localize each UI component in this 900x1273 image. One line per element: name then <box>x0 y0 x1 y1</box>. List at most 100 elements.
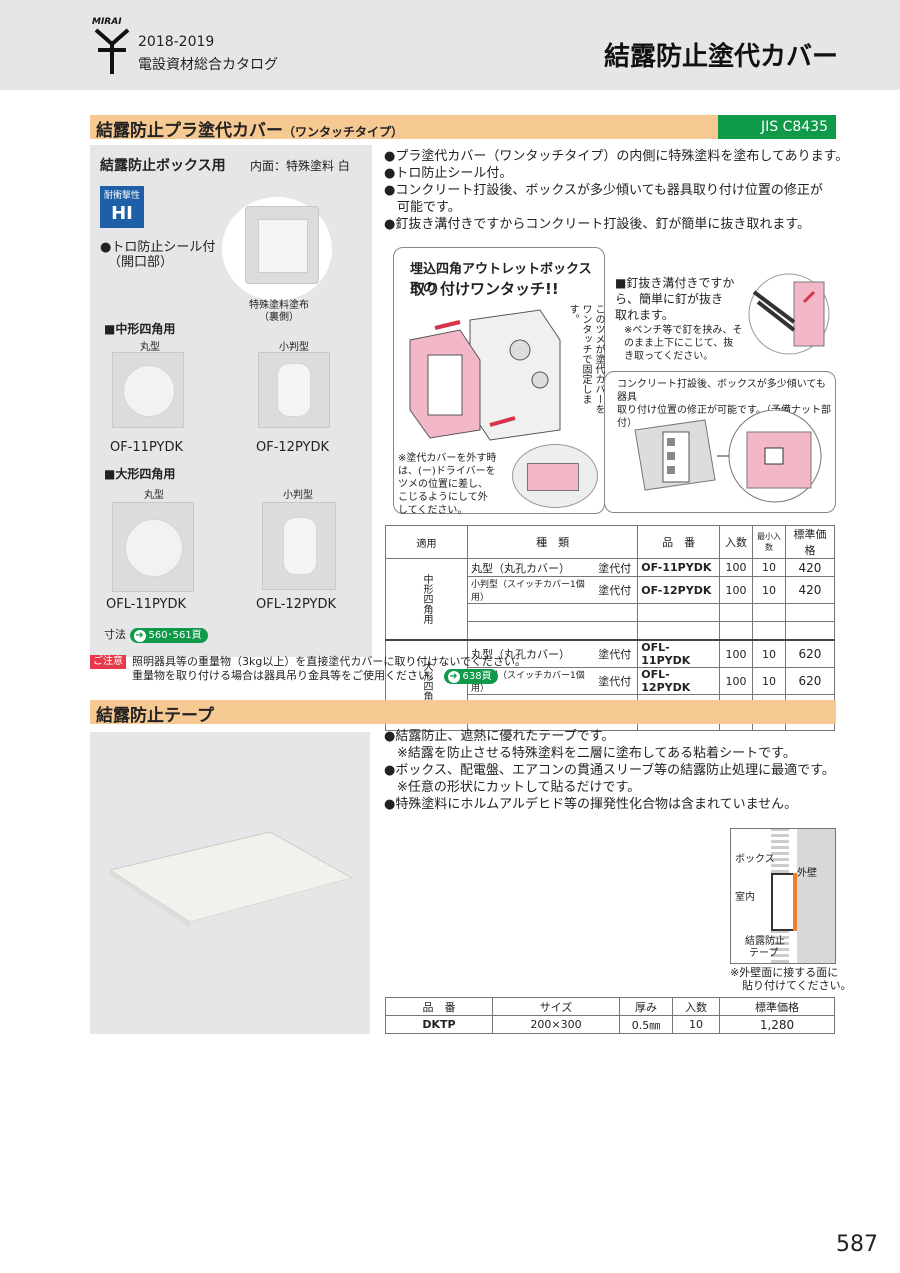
caution-badge: ご注意 <box>90 655 126 669</box>
nail-removal-note: ■釘抜き溝付きですか ら、簡単に釘が抜き 取れます。 <box>615 276 735 322</box>
table-row-empty <box>386 621 836 641</box>
backside-caption2: （裏側） <box>259 312 299 323</box>
section2-bullets: ●結露防止、遮熱に優れたテープです。 ※結露を防止させる特殊塗料を二層に塗布して… <box>384 728 835 813</box>
table-header-row: 適用 種 類 品 番 入数 最小入数 標準価格 <box>385 525 836 559</box>
bullet-item: ※結露を防止させる特殊塗料を二層に塗布してある粘着シートです。 <box>384 746 796 761</box>
large-heading: ■大形四角用 <box>104 467 176 481</box>
nail-removal-subnote: ※ペンチ等で釘を挟み、そ のまま上下にこじて、抜 き取ってください。 <box>624 325 743 362</box>
table-header-row: 品 番 サイズ 厚み 入数 標準価格 <box>385 997 835 1016</box>
oval-label-medium: 小判型 <box>279 342 309 353</box>
bullet-item: ●特殊塗料にホルムアルデヒド等の揮発性化合物は含まれていません。 <box>384 797 798 812</box>
bullet-item: ※任意の形状にカットして貼るだけです。 <box>384 780 641 795</box>
header-qty: 入数 <box>718 525 753 559</box>
caution-page-link[interactable]: ➜638頁 <box>443 669 498 684</box>
header-bar <box>0 0 900 90</box>
section1-subtitle: （ワンタッチタイプ） <box>283 125 404 139</box>
model-of-12pydk: OF-12PYDK <box>256 440 329 455</box>
bullet-item: 可能です。 <box>384 200 461 215</box>
box-cover-illustration <box>409 309 561 441</box>
section1-bullets: ●プラ塗代カバー（ワンタッチタイプ）の内側に特殊塗料を塗布してあります。 ●トロ… <box>384 148 848 233</box>
section1-bar <box>90 115 836 139</box>
oval-label-large: 小判型 <box>283 490 313 501</box>
caution-text: 照明器具等の重量物（3kg以上）を直接塗代カバーに取り付けないでください。 重量… <box>132 655 527 684</box>
adjustment-note: コンクリート打設後、ボックスが多少傾いても器具 取り付け位置の修正が可能です。（… <box>617 379 831 429</box>
product-image-ofl-12pydk <box>262 502 336 590</box>
removal-note: ※塗代カバーを外す時 は、(ー)ドライバーを ツメの位置に差し、 こじるようにし… <box>398 453 497 516</box>
table-row: 小判型（スイッチカバー1個用） 塗代付 OF-12PYDK 100 10 420 <box>386 576 836 604</box>
wall-diagram-note: ※外壁面に接する面に 貼り付けてください。 <box>730 966 852 992</box>
bullet-item: ●結露防止、遮熱に優れたテープです。 <box>384 729 615 744</box>
inner-surface-note: 内面：特殊塗料 白 <box>250 159 350 173</box>
box-shape <box>771 873 797 931</box>
model-of-11pydk: OF-11PYDK <box>110 440 183 455</box>
header-price: 標準価格 <box>784 525 836 559</box>
section2-title: 結露防止テープ <box>96 706 214 726</box>
arrow-right-icon: ➜ <box>447 671 460 683</box>
table-row: DKTP 200×300 0.5㎜ 10 1,280 <box>385 1015 835 1034</box>
adjustment-diagram: コンクリート打設後、ボックスが多少傾いても器具 取り付け位置の修正が可能です。（… <box>604 371 836 513</box>
oval-cover-large <box>283 517 317 575</box>
catalog-year: 2018-2019 <box>138 34 215 50</box>
label-box: ボックス <box>735 854 775 865</box>
mirai-logo: MIRAI <box>92 17 130 74</box>
oval-cover <box>277 363 311 417</box>
tape-layer <box>793 873 797 931</box>
page-title: 結露防止塗代カバー <box>603 42 838 72</box>
outer-wall <box>797 829 835 963</box>
arrow-right-icon: ➜ <box>133 630 146 642</box>
table-row-empty <box>386 603 836 622</box>
section2-bar <box>90 700 836 724</box>
product-image-of-11pydk <box>112 352 184 428</box>
round-label-large: 丸型 <box>144 490 164 501</box>
tape-image <box>90 732 370 1034</box>
removal-closeup <box>512 444 598 508</box>
diagram-title-2: 取り付けワンタッチ!! <box>410 280 559 298</box>
product-image-ofl-11pydk <box>112 502 194 592</box>
svg-text:MIRAI: MIRAI <box>92 17 122 27</box>
pliers-illustration <box>748 273 830 355</box>
model-ofl-11pydk: OFL-11PYDK <box>106 597 186 612</box>
group-medium: 中形四角用 <box>385 558 468 641</box>
round-cover-large <box>125 519 183 577</box>
header-part-number: 品 番 <box>637 525 720 559</box>
jis-badge: JIS C8435 <box>718 115 836 139</box>
round-label-medium: 丸型 <box>140 342 160 353</box>
backside-image <box>245 206 319 284</box>
claw-note: このツメが塗代カバーをワンタッチで固定します。 <box>567 304 604 414</box>
bullet-item: ●釘抜き溝付きですからコンクリート打設後、釘が簡単に抜き取れます。 <box>384 217 811 232</box>
bullet-item: ●コンクリート打設後、ボックスが多少傾いても器具取り付け位置の修正が <box>384 183 823 198</box>
page-number: 587 <box>836 1232 878 1257</box>
feature-seal: ●トロ防止シール付 <box>100 240 216 255</box>
label-outer-wall: 外壁 <box>797 868 817 879</box>
model-ofl-12pydk: OFL-12PYDK <box>256 597 336 612</box>
round-cover <box>123 365 175 417</box>
diagram-title-1: 埋込四角アウトレットボックスへの <box>410 262 592 296</box>
bullet-item: ●ボックス、配電盤、エアコンの貫通スリーブ等の結露防止処理に最適です。 <box>384 763 835 778</box>
label-tape2: テープ <box>749 948 779 959</box>
table-row: 大形四角用 丸型（丸孔カバー） 塗代付 OFL-11PYDK 100 10 62… <box>385 639 836 731</box>
catalog-name: 電設資材総合カタログ <box>138 57 278 73</box>
backside-opening <box>258 219 308 273</box>
medium-heading: ■中形四角用 <box>104 322 176 336</box>
product-image-of-12pydk <box>258 352 330 428</box>
bullet-item: ●プラ塗代カバー（ワンタッチタイプ）の内側に特殊塗料を塗布してあります。 <box>384 149 849 164</box>
label-indoor: 室内 <box>735 892 755 903</box>
dimension-page-link[interactable]: ➜560･561頁 <box>129 628 208 643</box>
bullet-item: ●トロ防止シール付。 <box>384 166 513 181</box>
backside-caption1: 特殊塗料塗布 <box>249 300 309 311</box>
adjustment-illustration <box>634 410 822 503</box>
header-min-qty: 最小入数 <box>751 525 786 559</box>
wall-diagram: ボックス 外壁 室内 結露防止 テープ <box>730 828 836 964</box>
table-row: 中形四角用 丸型（丸孔カバー） 塗代付 OF-11PYDK 100 10 420 <box>385 558 836 641</box>
header-type: 種 類 <box>466 525 639 559</box>
tape-sheet-illustration <box>108 831 354 928</box>
section1-title: 結露防止プラ塗代カバー（ワンタッチタイプ） <box>96 121 404 141</box>
impact-resistance-badge: 耐衝撃性 HI <box>100 186 144 228</box>
feature-seal-sub: （開口部） <box>108 255 174 270</box>
panel-title: 結露防止ボックス用 <box>100 158 226 174</box>
mounting-diagram: 埋込四角アウトレットボックスへの 取り付けワンタッチ!! このツメが塗代カバーを… <box>393 247 605 516</box>
dimension-ref: 寸法 ➜560･561頁 <box>104 626 208 643</box>
label-tape1: 結露防止 <box>745 936 785 947</box>
header-apply: 適用 <box>385 525 468 559</box>
tape-spec-table: 品 番 サイズ 厚み 入数 標準価格 DKTP 200×300 0.5㎜ 10 … <box>385 997 835 1034</box>
